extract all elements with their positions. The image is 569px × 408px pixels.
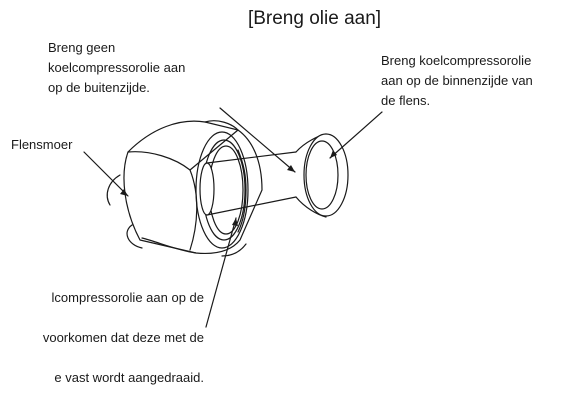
label-oil-thread-line-3: e vast wordt aangedraaid. [54,370,204,385]
diagram-title: [Breng olie aan] [247,8,382,29]
flare-nut-drawing [106,120,263,257]
pipe-drawing [199,133,349,218]
label-no-oil-outside: Breng geen koelcompressorolie aan op de … [48,40,186,95]
flare-connection-illustration [83,107,383,328]
label-oil-thread-line-1: lcompressorolie aan op de [51,290,204,305]
leader-lines [83,107,383,328]
label-flare-nut: Flensmoer [11,137,73,152]
label-oil-inside-flare: Breng koelcompressorolie aan op de binne… [381,53,533,108]
